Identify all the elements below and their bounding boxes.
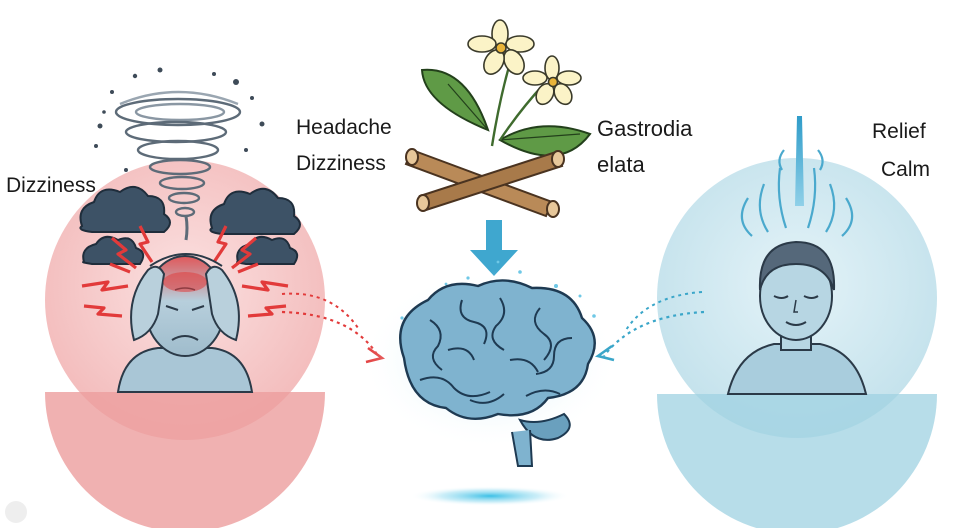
label-dizziness-left: Dizziness [6,174,96,197]
cerebellum [517,412,571,441]
leaf-right-icon [498,125,592,157]
label-herb-name-line2: elata [597,152,645,177]
lightning-bolts [81,225,289,318]
water-beam-icon [740,116,854,237]
gastrodia-herb [404,19,592,276]
pain-arrow-upper [281,292,359,329]
relief-arrowhead [594,344,615,362]
relief-arrow-lower [603,310,705,357]
storm-clouds-left [79,185,171,265]
tornado-icon [114,90,242,241]
label-herb-name-line1: Gastrodia [597,116,693,141]
brain-folds [419,297,573,404]
dizziness-scene [45,67,386,528]
leaf-left-icon [420,68,490,132]
label-relief: Relief [872,120,926,143]
brain-scene [360,260,620,506]
calm-person [726,240,868,395]
pain-floor [45,392,325,528]
label-dizziness-middle: Dizziness [296,152,386,175]
relief-scene [594,116,937,528]
suffering-person [116,253,254,393]
label-headache: Headache [296,116,392,139]
root-sticks [404,148,565,218]
flower-icon-2 [522,55,582,106]
watermark-icon [5,501,27,523]
brain-stem [511,429,534,467]
debris-dots [94,67,265,172]
flower-icon [467,19,535,75]
brain-glow-base [410,486,570,506]
calm-floor [657,394,937,528]
down-arrow-icon [470,220,518,276]
label-calm: Calm [881,158,931,181]
brain-icon [399,279,596,420]
